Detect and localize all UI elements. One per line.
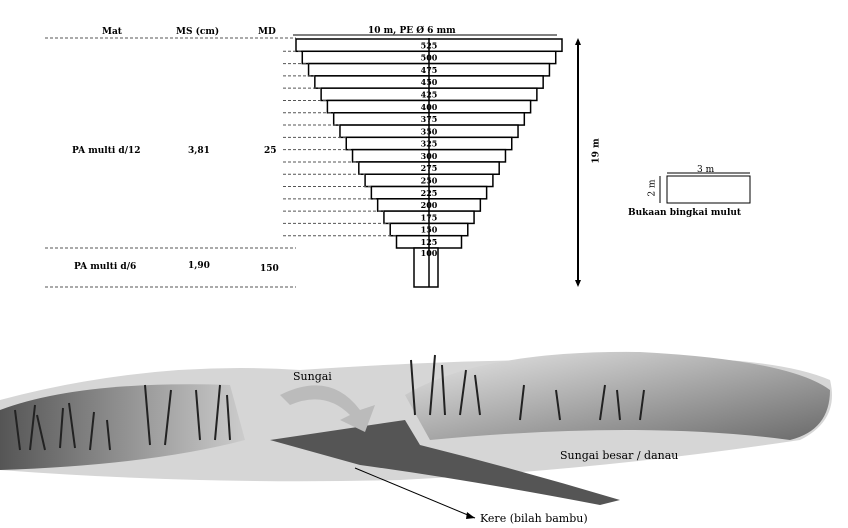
row2-mat: PA multi d/6 xyxy=(74,262,137,272)
label-kere: Kere (bilah bambu) xyxy=(480,512,588,525)
label-sungai: Sungai xyxy=(293,370,332,383)
label-sungai-besar: Sungai besar / danau xyxy=(560,449,679,462)
flow-arrow-icon xyxy=(280,385,375,432)
row2-md: 150 xyxy=(260,264,279,274)
mouth-frame xyxy=(666,175,751,204)
kere-pointer xyxy=(354,467,476,519)
row2-ms: 1,90 xyxy=(188,261,210,271)
row1-ms: 3,81 xyxy=(188,146,210,156)
net-diagram: 5255004754504254003753503253002752502252… xyxy=(45,34,751,288)
mouth-caption: Bukaan bingkai mulut xyxy=(628,208,742,218)
reeds-right xyxy=(410,354,645,421)
header-ms: MS (cm) xyxy=(176,27,220,37)
header-net: 10 m, PE Ø 6 mm xyxy=(368,26,456,36)
header-mat: Mat xyxy=(102,27,122,37)
left-bank xyxy=(0,384,245,470)
codend xyxy=(413,247,439,288)
mouth-height: 2 m xyxy=(647,179,658,197)
arrow-up-icon xyxy=(575,38,581,45)
arrow-head-icon xyxy=(466,512,475,519)
header-md: MD xyxy=(258,27,276,37)
kere-fence xyxy=(270,420,620,505)
reeds-left xyxy=(14,384,231,451)
mouth-width: 3 m xyxy=(697,165,715,175)
arrow-down-icon xyxy=(575,280,581,287)
row1-mat: PA multi d/12 xyxy=(72,146,141,156)
length-label: 19 m xyxy=(591,138,602,164)
row1-md: 25 xyxy=(264,146,277,156)
